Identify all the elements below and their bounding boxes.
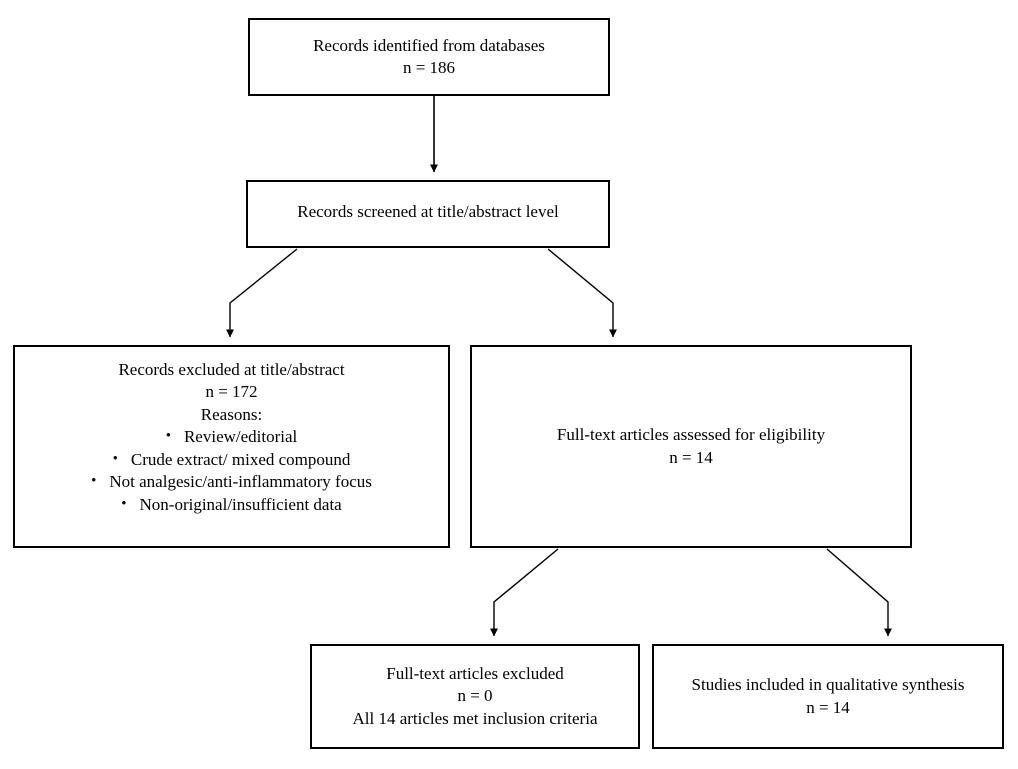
box-records-screened: Records screened at title/abstract level — [246, 180, 610, 248]
exclusion-reason-label: Not analgesic/anti-inflammatory focus — [109, 472, 372, 492]
bullet-icon: • — [121, 495, 127, 512]
fulltext-assessed-label: Full-text articles assessed for eligibil… — [556, 425, 826, 445]
box-fulltext-excluded: Full-text articles excluded n = 0 All 14… — [310, 644, 640, 749]
exclusion-reason-item: • Non-original/insufficient data — [121, 494, 341, 516]
records-identified-label: Records identified from databases — [313, 35, 545, 55]
exclusion-reason-item: • Crude extract/ mixed compound — [113, 449, 351, 471]
box-records-identified: Records identified from databases n = 18… — [248, 18, 610, 96]
box-records-excluded: Records excluded at title/abstract n = 1… — [13, 345, 450, 548]
fulltext-excluded-note: All 14 articles met inclusion criteria — [352, 708, 598, 728]
studies-included-label: Studies included in qualitative synthesi… — [691, 675, 965, 695]
records-identified-count: n = 186 — [402, 58, 456, 77]
exclusion-reason-label: Non-original/insufficient data — [139, 494, 342, 514]
records-excluded-reasons-heading: Reasons: — [200, 404, 263, 424]
studies-included-count: n = 14 — [806, 697, 850, 717]
connector-assessed-to-ft-excluded — [490, 548, 559, 637]
bullet-icon: • — [165, 428, 171, 445]
bullet-icon: • — [112, 450, 118, 467]
records-excluded-label: Records excluded at title/abstract — [118, 360, 345, 379]
box-fulltext-assessed: Full-text articles assessed for eligibil… — [470, 345, 912, 548]
connector-assessed-to-included — [826, 548, 892, 637]
exclusion-reason-item: • Not analgesic/anti-inflammatory focus — [91, 471, 372, 493]
fulltext-excluded-count: n = 0 — [457, 686, 493, 706]
bullet-icon: • — [91, 473, 97, 490]
records-excluded-count: n = 172 — [205, 382, 258, 402]
records-screened-label: Records screened at title/abstract level — [297, 202, 559, 221]
box-studies-included: Studies included in qualitative synthesi… — [652, 644, 1004, 749]
connector-screened-to-excluded — [226, 248, 298, 338]
exclusion-reason-item: • Review/editorial — [166, 426, 298, 448]
fulltext-excluded-label: Full-text articles excluded — [386, 664, 564, 684]
exclusion-reason-label: Review/editorial — [183, 427, 298, 447]
connector-screened-to-assessed — [547, 248, 617, 338]
fulltext-assessed-count: n = 14 — [669, 447, 713, 467]
exclusion-reason-label: Crude extract/ mixed compound — [130, 449, 351, 469]
